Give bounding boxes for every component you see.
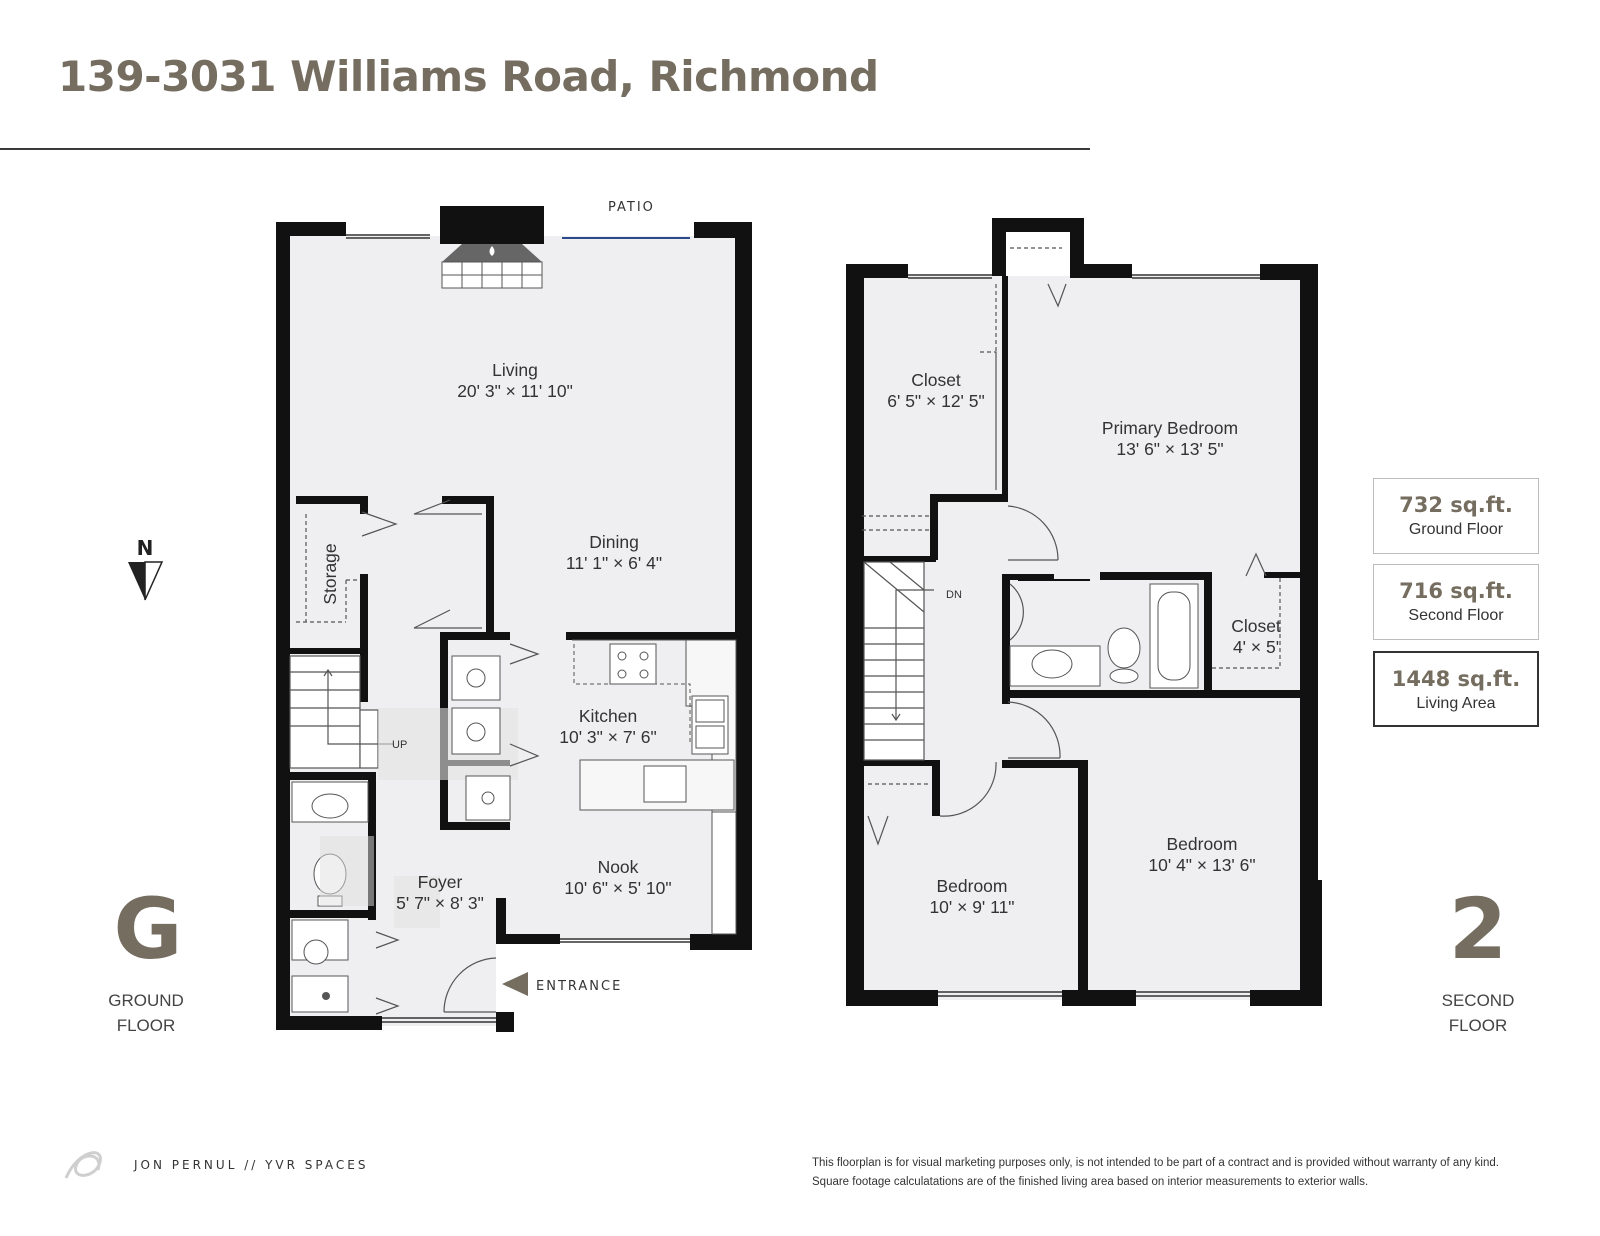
- ground-bath-fixtures: [291, 781, 374, 907]
- room-name-nook: Nook: [598, 857, 639, 877]
- appliance-column: [451, 655, 511, 821]
- room-dims-dining: 11' 1" × 6' 4": [566, 553, 662, 573]
- fireplace-icon: [441, 244, 543, 289]
- closet-rails: [862, 247, 1281, 785]
- entrance-arrow-icon: [502, 972, 528, 996]
- area-box-second: 716 sq.ft. Second Floor: [1373, 564, 1539, 640]
- room-dims-nook: 10' 6" × 5' 10": [564, 878, 671, 898]
- area-box-ground: 732 sq.ft. Ground Floor: [1373, 478, 1539, 554]
- room-name-dining: Dining: [589, 532, 639, 552]
- area-box-total: 1448 sq.ft. Living Area: [1373, 651, 1539, 727]
- disclaimer: This floorplan is for visual marketing p…: [812, 1154, 1572, 1192]
- ground-floor-plan: [276, 206, 752, 1032]
- second-floor-walls: [846, 218, 1322, 1006]
- page-title: 139-3031 Williams Road, Richmond: [58, 52, 879, 101]
- ground-floor-letter: G: [113, 880, 183, 978]
- room-dims-living: 20' 3" × 11' 10": [457, 381, 573, 401]
- room-labels: PATIO Living 20' 3" × 11' 10" Dining 11'…: [320, 200, 1281, 994]
- area-value: 716 sq.ft.: [1399, 579, 1513, 603]
- room-name-closet: Closet: [911, 370, 961, 390]
- second-floor-letter: 2: [1448, 880, 1508, 978]
- area-value: 1448 sq.ft.: [1391, 667, 1521, 691]
- title-divider: [0, 148, 1090, 150]
- disclaimer-line-2: Square footage calculatations are of the…: [812, 1176, 1369, 1188]
- area-value: 732 sq.ft.: [1399, 493, 1513, 517]
- second-bath-fixtures: [1009, 583, 1199, 689]
- room-name-bedroom-2: Bedroom: [936, 876, 1007, 896]
- stair-up-label: UP: [392, 739, 407, 751]
- ground-stairs: [289, 655, 394, 769]
- logo-swirl: [64, 1151, 102, 1179]
- second-floor-name: SECOND FLOOR: [1441, 991, 1515, 1035]
- entrance-label: ENTRANCE: [536, 979, 622, 994]
- second-floor-plan: [846, 218, 1322, 1006]
- room-dims-closet: 6' 5" × 12' 5": [887, 391, 984, 411]
- area-label: Ground Floor: [1408, 521, 1504, 538]
- stair-down-label: DN: [946, 589, 962, 601]
- room-name-kitchen: Kitchen: [579, 706, 637, 726]
- brand-name: JON PERNUL // YVR SPACES: [134, 1158, 369, 1172]
- second-doors: [867, 283, 1267, 846]
- room-name-closet-small: Closet: [1231, 616, 1281, 636]
- room-dims-kitchen: 10' 3" × 7' 6": [559, 727, 656, 747]
- kitchen-counters: [572, 639, 737, 813]
- second-floor-windows: [908, 274, 1260, 997]
- utility-fixtures: [291, 919, 349, 1013]
- room-dims-primary-bedroom: 13' 6" × 13' 5": [1116, 439, 1223, 459]
- area-label: Second Floor: [1408, 607, 1504, 624]
- ground-floor-windows: [346, 234, 690, 1023]
- patio-label: PATIO: [608, 200, 655, 215]
- area-label: Living Area: [1416, 695, 1496, 712]
- second-stairs: [863, 561, 934, 761]
- room-name-living: Living: [492, 360, 538, 380]
- ground-floor-area: [286, 236, 735, 1026]
- ground-floor-name: GROUND FLOOR: [108, 991, 184, 1035]
- room-name-foyer: Foyer: [418, 872, 463, 892]
- disclaimer-line-1: This floorplan is for visual marketing p…: [812, 1157, 1499, 1169]
- north-arrow-icon: N: [128, 536, 164, 601]
- room-name-storage: Storage: [320, 543, 340, 604]
- compass-label: N: [137, 536, 154, 560]
- second-floor-area: [860, 276, 1310, 1000]
- room-dims-bedroom-2: 10' × 9' 11": [929, 897, 1014, 917]
- room-dims-foyer: 5' 7" × 8' 3": [396, 893, 484, 913]
- room-name-bedroom: Bedroom: [1166, 834, 1237, 854]
- ground-doors: [361, 499, 540, 1015]
- room-dims-closet-small: 4' × 5': [1233, 637, 1279, 657]
- room-dims-bedroom: 10' 4" × 13' 6": [1148, 855, 1255, 875]
- room-name-primary-bedroom: Primary Bedroom: [1102, 418, 1238, 438]
